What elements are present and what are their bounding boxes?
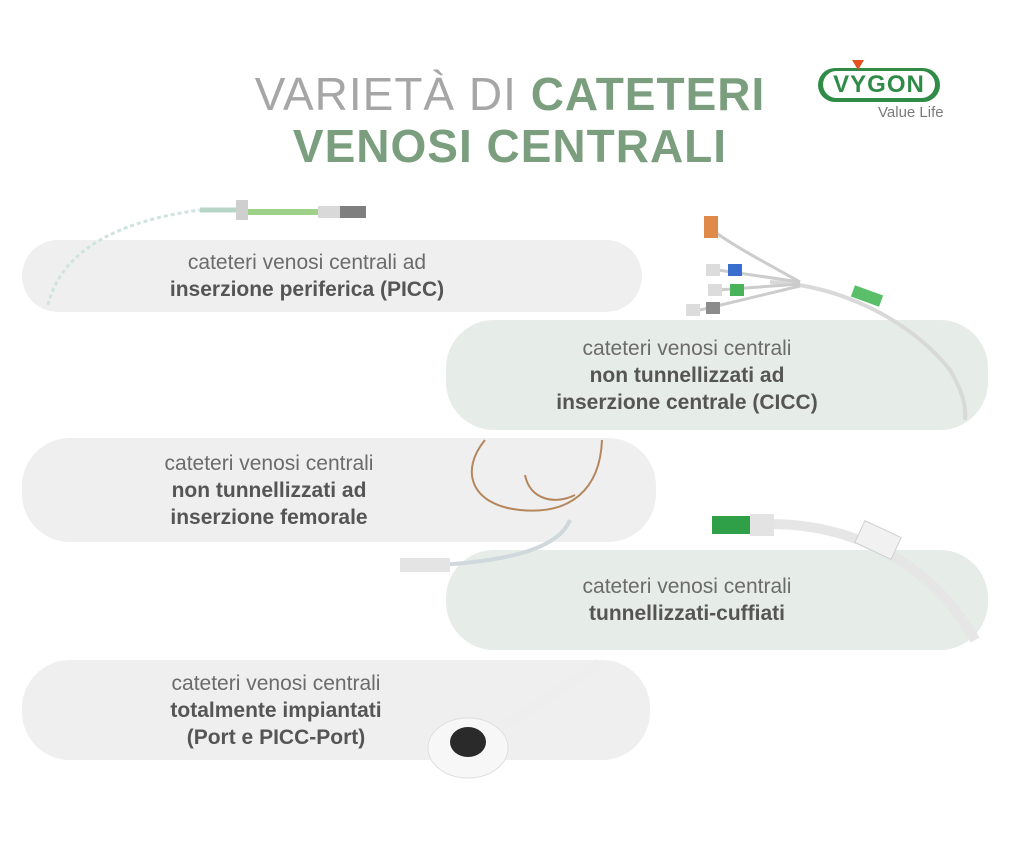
card-port-line3: (Port e PICC-Port)	[186, 725, 366, 749]
card-port: cateteri venosi centrali totalmente impi…	[22, 660, 650, 760]
card-cicc: cateteri venosi centrali non tunnellizza…	[446, 320, 988, 430]
title-thin-text: VARIETÀ DI	[254, 68, 517, 120]
page-title: VARIETÀ DI CATETERI VENOSI CENTRALI	[150, 68, 870, 172]
card-picc-line2: inserzione periferica (PICC)	[169, 278, 445, 301]
logo-triangle-icon	[852, 60, 864, 70]
femoral-catheter-image	[400, 439, 603, 572]
card-port-line1: cateteri venosi centrali	[171, 671, 381, 695]
card-cicc-line1: cateteri venosi centrali	[582, 336, 792, 360]
logo-brand-text: VYGON	[823, 71, 935, 98]
card-femoral-line2: non tunnellizzati ad	[171, 478, 367, 502]
card-tunnelled-line2: tunnellizzati-cuffiati	[589, 602, 785, 625]
tunnelled-catheter-image	[712, 514, 980, 643]
card-picc: cateteri venosi centrali ad inserzione p…	[22, 240, 642, 312]
card-femoral-line1: cateteri venosi centrali	[164, 451, 374, 475]
card-tunnelled-line1: cateteri venosi centrali	[582, 575, 792, 598]
card-cicc-line2: non tunnellizzati ad	[589, 363, 785, 387]
logo-badge: VYGON	[818, 68, 940, 102]
cicc-catheter-image	[686, 216, 968, 421]
card-cicc-line3: inserzione centrale (CICC)	[556, 390, 818, 414]
card-femoral: cateteri venosi centrali non tunnellizza…	[22, 438, 656, 542]
title-bold-text: CATETERI	[530, 68, 766, 120]
card-tunnelled: cateteri venosi centrali tunnellizzati-c…	[446, 550, 988, 650]
vygon-logo: VYGON Value Life	[818, 60, 968, 130]
picc-catheter-image	[46, 200, 366, 306]
card-port-line2: totalmente impiantati	[170, 698, 382, 722]
logo-tagline: Value Life	[878, 104, 944, 121]
card-femoral-line3: inserzione femorale	[170, 505, 368, 529]
title-line-1: VARIETÀ DI CATETERI	[150, 68, 870, 120]
port-device-image	[427, 658, 603, 779]
card-picc-line1: cateteri venosi centrali ad	[187, 251, 427, 274]
title-line-2: VENOSI CENTRALI	[292, 120, 728, 172]
